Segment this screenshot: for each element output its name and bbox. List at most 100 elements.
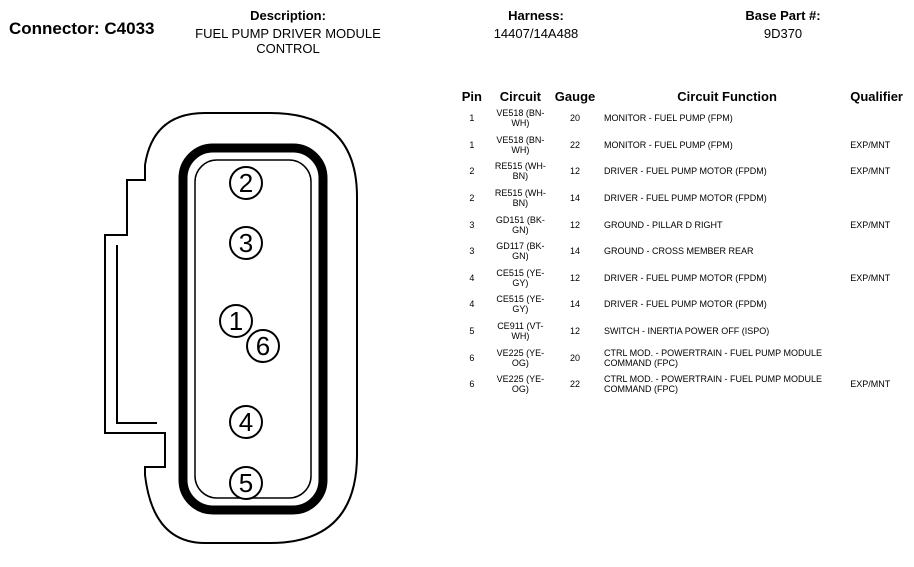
- header-circuit: Circuit: [499, 88, 541, 104]
- cell-circuit: VE518 (BN-WH): [496, 134, 545, 155]
- cell-qualifier: [850, 291, 914, 318]
- description-label: Description:: [250, 8, 326, 23]
- table-row: 2 RE515 (WH-BN) 12 DRIVER - FUEL PUMP MOTOR…: [455, 158, 914, 185]
- cell-gauge: 22: [570, 379, 581, 390]
- header-circuit-function: Circuit Function: [677, 88, 777, 104]
- table-row: 4 CE515 (YE-GY) 12 DRIVER - FUEL PUMP MOTOR…: [455, 265, 914, 292]
- pin-number: 5: [239, 468, 253, 498]
- cell-pin: 3: [469, 219, 475, 230]
- cell-qualifier: EXP/MNT: [850, 379, 891, 390]
- cell-gauge: 14: [570, 299, 581, 310]
- cell-gauge: 12: [570, 272, 581, 283]
- cell-qualifier: EXP/MNT: [850, 166, 891, 177]
- cell-function: DRIVER - FUEL PUMP MOTOR (FPDM): [603, 299, 767, 310]
- cell-circuit: CE515 (YE-GY): [496, 267, 545, 288]
- cell-qualifier: EXP/MNT: [850, 219, 891, 230]
- cell-qualifier: [850, 185, 914, 212]
- cell-function: DRIVER - FUEL PUMP MOTOR (FPDM): [603, 272, 767, 283]
- header-pin: Pin: [461, 88, 482, 104]
- pin-number: 6: [256, 331, 270, 361]
- pin-number: 3: [239, 228, 253, 258]
- cell-circuit: CE515 (YE-GY): [496, 294, 545, 315]
- cell-qualifier: [850, 105, 914, 132]
- table-row: 6 VE225 (YE-OG) 22 CTRL MOD. - POWERTRAIN -…: [455, 371, 914, 398]
- pin-circle: [229, 166, 263, 200]
- cell-pin: 1: [469, 139, 475, 150]
- header-qualifier: Qualifier: [850, 88, 903, 104]
- harness-value: 14407/14A488: [493, 26, 579, 41]
- connector-title: Connector: C4033: [9, 19, 155, 38]
- cell-gauge: 22: [570, 139, 581, 150]
- pin-number: 1: [229, 306, 243, 336]
- pin-cavity-5: 5: [229, 466, 263, 500]
- cell-pin: 4: [469, 299, 475, 310]
- table-row: 3 GD151 (BK-GN) 12 GROUND - PILLAR D RIGHT E…: [455, 211, 914, 238]
- pin-cavity-3: 3: [229, 226, 263, 260]
- base-part-label: Base Part #:: [745, 8, 821, 23]
- pin-number: 2: [239, 168, 253, 198]
- cell-function: DRIVER - FUEL PUMP MOTOR (FPDM): [603, 193, 767, 204]
- cell-qualifier: [850, 344, 914, 371]
- cell-qualifier: EXP/MNT: [850, 272, 891, 283]
- connector-latch-inner: [116, 245, 157, 424]
- description-value: FUEL PUMP DRIVER MODULE CONTROL: [195, 26, 381, 56]
- cell-circuit: RE515 (WH-BN): [494, 161, 546, 182]
- header-gauge: Gauge: [554, 88, 596, 104]
- connector-housing-outline: [104, 112, 358, 544]
- pin-circle: [229, 405, 263, 439]
- cell-gauge: 12: [570, 326, 581, 337]
- pin-circle: [219, 304, 253, 338]
- cell-gauge: 12: [570, 219, 581, 230]
- cell-circuit: VE225 (YE-OG): [496, 374, 545, 395]
- pin-cavity-1: 1: [219, 304, 253, 338]
- cell-qualifier: EXP/MNT: [850, 139, 891, 150]
- cell-circuit: RE515 (WH-BN): [494, 188, 546, 209]
- connector-face-diagram: 2 3 16 4 5: [104, 112, 358, 544]
- cell-qualifier: [850, 238, 914, 265]
- cell-qualifier: [850, 318, 914, 345]
- connector-cavity-outline: [194, 159, 312, 499]
- pin-table-header: Pin Circuit Gauge Circuit Function Quali…: [455, 87, 914, 105]
- pin-cavity-6: 6: [246, 329, 280, 363]
- cell-function: CTRL MOD. - POWERTRAIN - FUEL PUMP MODUL…: [603, 374, 822, 395]
- cell-circuit: VE518 (BN-WH): [496, 108, 545, 129]
- pin-table: Pin Circuit Gauge Circuit Function Quali…: [455, 87, 914, 398]
- cell-circuit: GD117 (BK-GN): [496, 241, 545, 262]
- cell-circuit: GD151 (BK-GN): [495, 214, 545, 235]
- cell-pin: 2: [469, 166, 475, 177]
- cell-circuit: VE225 (YE-OG): [496, 347, 545, 368]
- pin-cavity-4: 4: [229, 405, 263, 439]
- cell-pin: 6: [469, 352, 475, 363]
- base-part-value: 9D370: [763, 26, 803, 41]
- cell-gauge: 14: [570, 246, 581, 257]
- pin-circle: [229, 466, 263, 500]
- cell-gauge: 12: [570, 166, 581, 177]
- connector-inner-wall: [178, 143, 328, 515]
- cell-function: MONITOR - FUEL PUMP (FPM): [603, 113, 733, 124]
- cell-pin: 2: [469, 193, 475, 204]
- cell-gauge: 20: [570, 352, 581, 363]
- cell-gauge: 14: [570, 193, 581, 204]
- cell-function: CTRL MOD. - POWERTRAIN - FUEL PUMP MODUL…: [603, 347, 822, 368]
- pin-circle: [229, 226, 263, 260]
- cell-pin: 1: [469, 113, 475, 124]
- cell-pin: 6: [469, 379, 475, 390]
- cell-gauge: 20: [570, 113, 581, 124]
- table-row: 1 VE518 (BN-WH) 22 MONITOR - FUEL PUMP (FPM…: [455, 132, 914, 159]
- cell-function: DRIVER - FUEL PUMP MOTOR (FPDM): [603, 166, 767, 177]
- cell-function: GROUND - CROSS MEMBER REAR: [603, 246, 754, 257]
- pin-number: 4: [239, 407, 253, 437]
- cell-function: SWITCH - INERTIA POWER OFF (ISPO): [603, 326, 770, 337]
- cell-pin: 3: [469, 246, 475, 257]
- harness-label: Harness:: [508, 8, 564, 23]
- cell-function: GROUND - PILLAR D RIGHT: [603, 219, 723, 230]
- pin-cavity-2: 2: [229, 166, 263, 200]
- pin-circle: [246, 329, 280, 363]
- cell-pin: 5: [469, 326, 475, 337]
- pin-layer: 2 3 16 4 5: [219, 166, 280, 500]
- cell-function: MONITOR - FUEL PUMP (FPM): [603, 139, 733, 150]
- table-row: 6 VE225 (YE-OG) 20 CTRL MOD. - POWERTRAIN -…: [455, 344, 914, 371]
- table-row: 3 GD117 (BK-GN) 14 GROUND - CROSS MEMBER RE…: [455, 238, 914, 265]
- cell-pin: 4: [469, 272, 475, 283]
